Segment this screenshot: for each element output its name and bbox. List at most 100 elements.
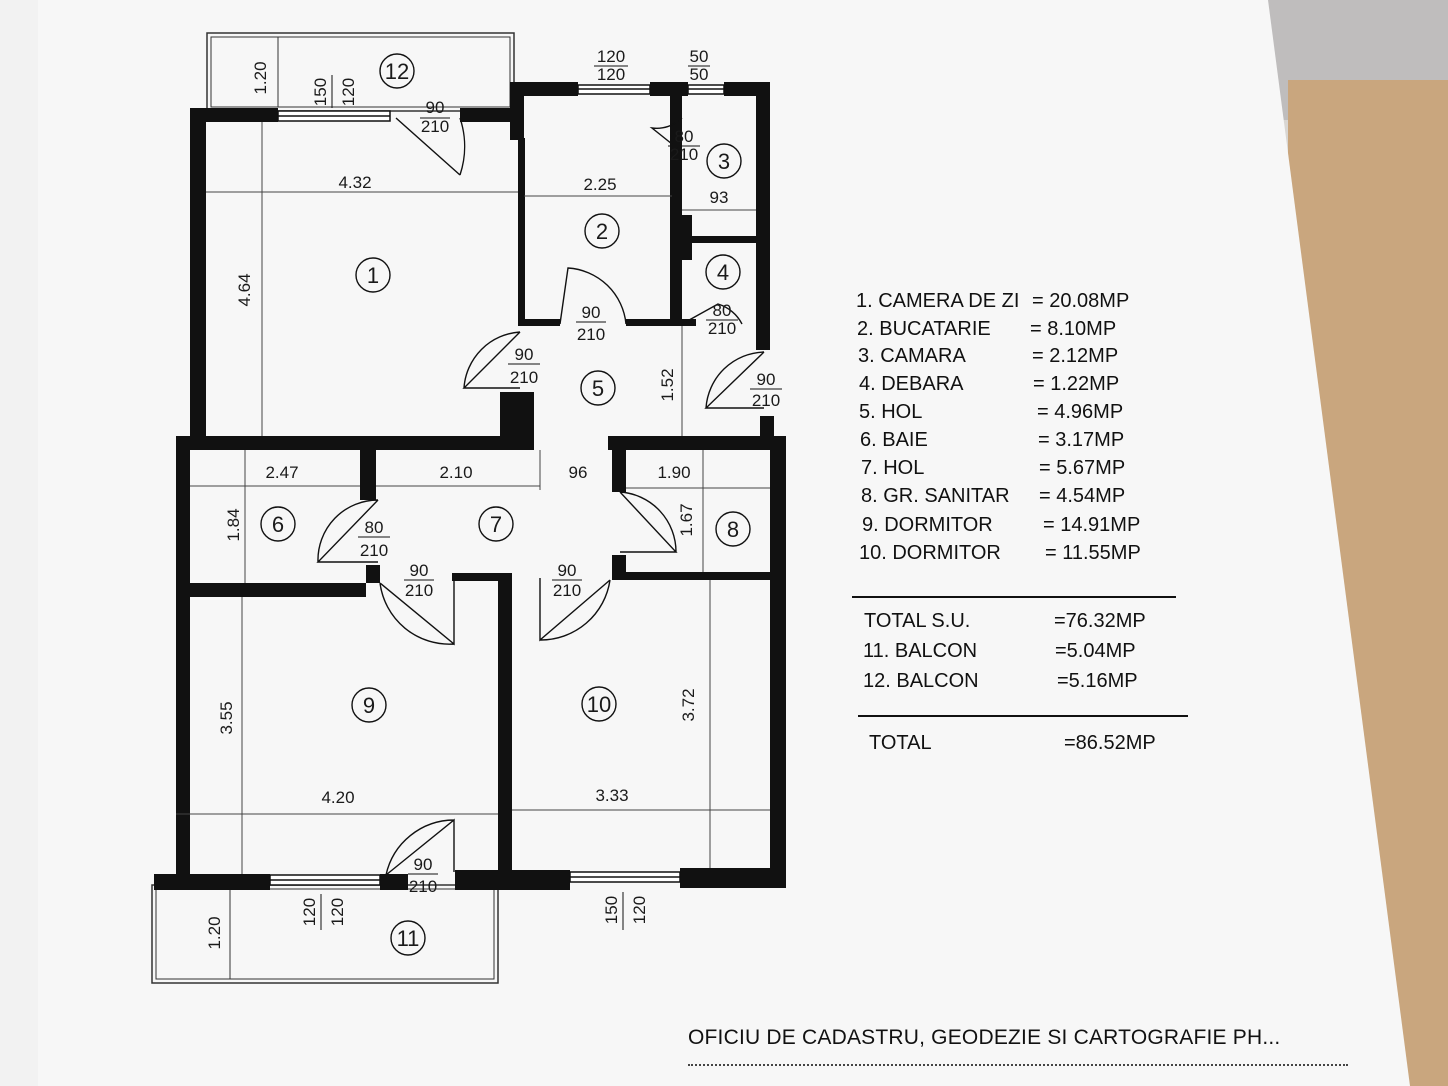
dim-label: 2.47 <box>265 463 298 482</box>
dim-label: 3.55 <box>217 701 236 734</box>
room-marker-4 <box>705 254 741 290</box>
dim-label: 4.32 <box>338 173 371 192</box>
room-numbers: 1 2 3 4 5 6 7 8 9 10 11 12 <box>272 59 739 951</box>
dim-label: 96 <box>569 463 588 482</box>
svg-text:90: 90 <box>558 561 577 580</box>
legend-value: = 1.22MP <box>1033 373 1120 395</box>
room-number-6: 6 <box>272 512 284 537</box>
svg-text:90: 90 <box>410 561 429 580</box>
divider <box>858 715 1188 717</box>
grand-total-label: TOTAL <box>869 732 932 754</box>
legend-value: = 11.55MP <box>1045 542 1141 564</box>
dim-label: 1.20 <box>251 61 270 94</box>
legend-value: = 4.54MP <box>1039 485 1126 507</box>
legend-label: 7. HOL <box>861 457 925 479</box>
legend-label: 4. DEBARA <box>859 373 964 395</box>
room-number-2: 2 <box>596 219 608 244</box>
window-label: 120 <box>630 896 649 924</box>
dim-label: 2.25 <box>583 175 616 194</box>
svg-text:90: 90 <box>515 345 534 364</box>
svg-text:80: 80 <box>713 301 732 320</box>
svg-text:210: 210 <box>409 877 437 896</box>
dim-label: 3.72 <box>679 688 698 721</box>
room-markers <box>260 53 751 956</box>
legend-value: = 14.91MP <box>1043 514 1141 536</box>
room-marker-5 <box>580 370 616 406</box>
room-number-11: 11 <box>397 926 420 951</box>
dim-label: 2.10 <box>439 463 472 482</box>
grand-total-value: =86.52MP <box>1064 732 1156 754</box>
legend-label: 8. GR. SANITAR <box>861 485 1010 507</box>
dim-label: 93 <box>710 188 729 207</box>
dim-label: 1.90 <box>657 463 690 482</box>
legend-value: = 3.17MP <box>1038 429 1125 451</box>
window-label: 150 <box>311 78 330 106</box>
legend-value: = 8.10MP <box>1030 318 1117 340</box>
room-marker-10 <box>581 686 617 722</box>
room-marker-6 <box>260 506 296 542</box>
legend-label: 6. BAIE <box>860 429 928 451</box>
window-labels: 150 120 120 120 50 50 120 120 150 120 <box>300 47 710 930</box>
office-caption: OFICIU DE CADASTRU, GEODEZIE SI CARTOGRA… <box>688 1026 1281 1049</box>
room-number-3: 3 <box>718 149 730 174</box>
total-label: TOTAL S.U. <box>864 610 971 632</box>
dim-label: 1.84 <box>224 508 243 541</box>
svg-text:210: 210 <box>510 368 538 387</box>
svg-text:80: 80 <box>675 127 694 146</box>
room-marker-11 <box>390 920 426 956</box>
window-label: 120 <box>300 898 319 926</box>
svg-text:90: 90 <box>414 855 433 874</box>
svg-text:210: 210 <box>708 319 736 338</box>
total-value: =76.32MP <box>1054 610 1146 632</box>
dim-label: 1.52 <box>658 368 677 401</box>
windows <box>269 84 725 886</box>
walls <box>154 82 786 890</box>
room-marker-8 <box>715 511 751 547</box>
room-number-1: 1 <box>367 263 379 288</box>
svg-text:210: 210 <box>405 581 433 600</box>
door-swings <box>316 117 765 876</box>
room-number-5: 5 <box>592 376 604 401</box>
dim-label: 3.33 <box>595 786 628 805</box>
floor-plan: 1 2 3 4 5 6 7 8 9 10 11 12 4.32 2.25 93 … <box>151 32 786 984</box>
dotted-line <box>688 1064 1348 1066</box>
svg-text:210: 210 <box>360 541 388 560</box>
total-label: 12. BALCON <box>863 670 979 692</box>
balcony-11 <box>151 884 499 984</box>
room-marker-2 <box>584 213 620 249</box>
svg-text:210: 210 <box>421 117 449 136</box>
legend-label: 1. CAMERA DE ZI <box>856 290 1020 312</box>
svg-text:90: 90 <box>426 98 445 117</box>
room-number-9: 9 <box>363 693 375 718</box>
total-label: 11. BALCON <box>863 640 978 662</box>
dimension-labels: 4.32 2.25 93 2.47 2.10 96 1.90 4.20 3.33… <box>205 61 728 949</box>
room-number-10: 10 <box>587 692 611 717</box>
legend-label: 3. CAMARA <box>858 345 966 367</box>
window-label: 150 <box>602 896 621 924</box>
svg-text:90: 90 <box>582 303 601 322</box>
legend-label: 2. BUCATARIE <box>857 318 991 340</box>
svg-text:210: 210 <box>553 581 581 600</box>
svg-text:210: 210 <box>670 145 698 164</box>
legend-value: = 20.08MP <box>1032 290 1130 312</box>
room-marker-7 <box>478 506 514 542</box>
window-label: 120 <box>597 47 625 66</box>
room-number-12: 12 <box>385 59 409 84</box>
room-number-4: 4 <box>717 260 729 285</box>
room-marker-9 <box>351 687 387 723</box>
room-marker-1 <box>355 257 391 293</box>
legend-label: 10. DORMITOR <box>859 542 1001 564</box>
dim-label: 4.64 <box>235 273 254 306</box>
legend-value: = 4.96MP <box>1037 401 1124 423</box>
svg-text:80: 80 <box>365 518 384 537</box>
dim-label: 1.67 <box>677 503 696 536</box>
